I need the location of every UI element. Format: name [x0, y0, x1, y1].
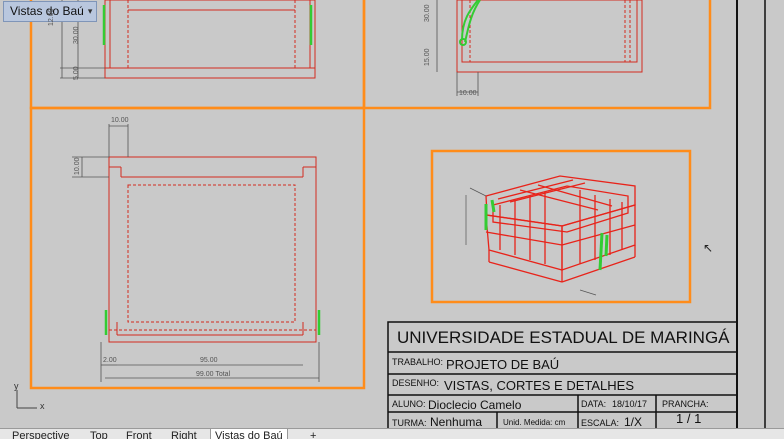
axis-indicator: [16, 390, 37, 409]
front-view-hardware: [104, 310, 321, 335]
tab-perspective[interactable]: Perspective: [12, 430, 70, 439]
dim-right-a: 30.00: [424, 4, 431, 22]
value-data: 18/10/17: [612, 399, 648, 409]
dim-right-c: 10.00: [459, 90, 477, 97]
front-view-dimensions: [72, 124, 320, 382]
axis-y-label: y: [14, 381, 19, 391]
tab-top[interactable]: Top: [90, 430, 108, 439]
title-block-frame: [387, 321, 738, 428]
right-view-drawing: [456, 0, 643, 73]
dim-top-a: 12.00: [48, 8, 55, 26]
value-prancha: 1 / 1: [676, 411, 702, 426]
viewport-title-tab[interactable]: Vistas do Baú ▾: [3, 1, 98, 22]
front-view-drawing: [108, 156, 317, 343]
value-desenho: VISTAS, CORTES E DETALHES: [444, 378, 634, 393]
axis-x-label: x: [40, 401, 45, 411]
tab-front[interactable]: Front: [126, 430, 152, 439]
label-trabalho: TRABALHO:: [392, 357, 444, 367]
dim-right-b: 15.00: [424, 48, 431, 66]
dim-front-top: 10.00: [111, 117, 129, 124]
chevron-down-icon[interactable]: ▾: [87, 6, 93, 16]
right-view-dimensions: [436, 0, 479, 96]
dim-front-total: 99.00 Total: [196, 371, 231, 378]
label-desenho: DESENHO:: [392, 378, 440, 388]
title-university: UNIVERSIDADE ESTADUAL DE MARINGÁ: [397, 328, 730, 347]
top-view-drawing: [104, 0, 316, 79]
perspective-dimensions: [465, 187, 597, 296]
tab-vistas-do-bau[interactable]: Vistas do Baú: [210, 429, 288, 439]
frame-perspective-view: [430, 149, 692, 304]
label-unidade: Unid. Medida: cm: [503, 418, 566, 427]
tab-right[interactable]: Right: [171, 430, 197, 439]
label-turma: TURMA:: [392, 418, 427, 428]
drawing-canvas[interactable]: [0, 0, 784, 428]
label-data: DATA:: [581, 399, 607, 409]
add-tab-button[interactable]: +: [310, 430, 317, 439]
label-escala: ESCALA:: [581, 418, 620, 428]
right-view-hardware: [459, 0, 481, 46]
value-trabalho: PROJETO DE BAÚ: [446, 357, 560, 372]
mouse-cursor-icon: ↖: [703, 241, 714, 255]
label-prancha: PRANCHA:: [662, 399, 709, 409]
dim-top-b: 30.00: [73, 26, 80, 44]
view-frames: [29, 0, 712, 390]
frame-front-view: [29, 106, 366, 390]
label-aluno: ALUNO:: [392, 399, 426, 409]
dim-front-inner: 95.00: [200, 357, 218, 364]
perspective-model: [485, 175, 636, 283]
viewport-tab-bar: Perspective Top Front Right Vistas do Ba…: [0, 428, 784, 439]
dim-front-side: 10.00: [74, 157, 81, 175]
top-view-hardware: [102, 5, 313, 45]
dim-front-left: 2.00: [103, 357, 117, 364]
perspective-hardware: [484, 199, 609, 271]
dim-top-c: 5.00: [73, 66, 80, 80]
value-escala: 1/X: [624, 415, 643, 428]
frame-right-view: [362, 0, 712, 110]
viewport-title: Vistas do Baú: [10, 4, 84, 18]
value-aluno: Dioclecio Camelo: [428, 398, 522, 412]
value-turma: Nenhuma: [430, 415, 483, 428]
layout-viewport[interactable]: Vistas do Baú ▾ 12.00 30.00 5.00 30.00 1…: [0, 0, 784, 428]
